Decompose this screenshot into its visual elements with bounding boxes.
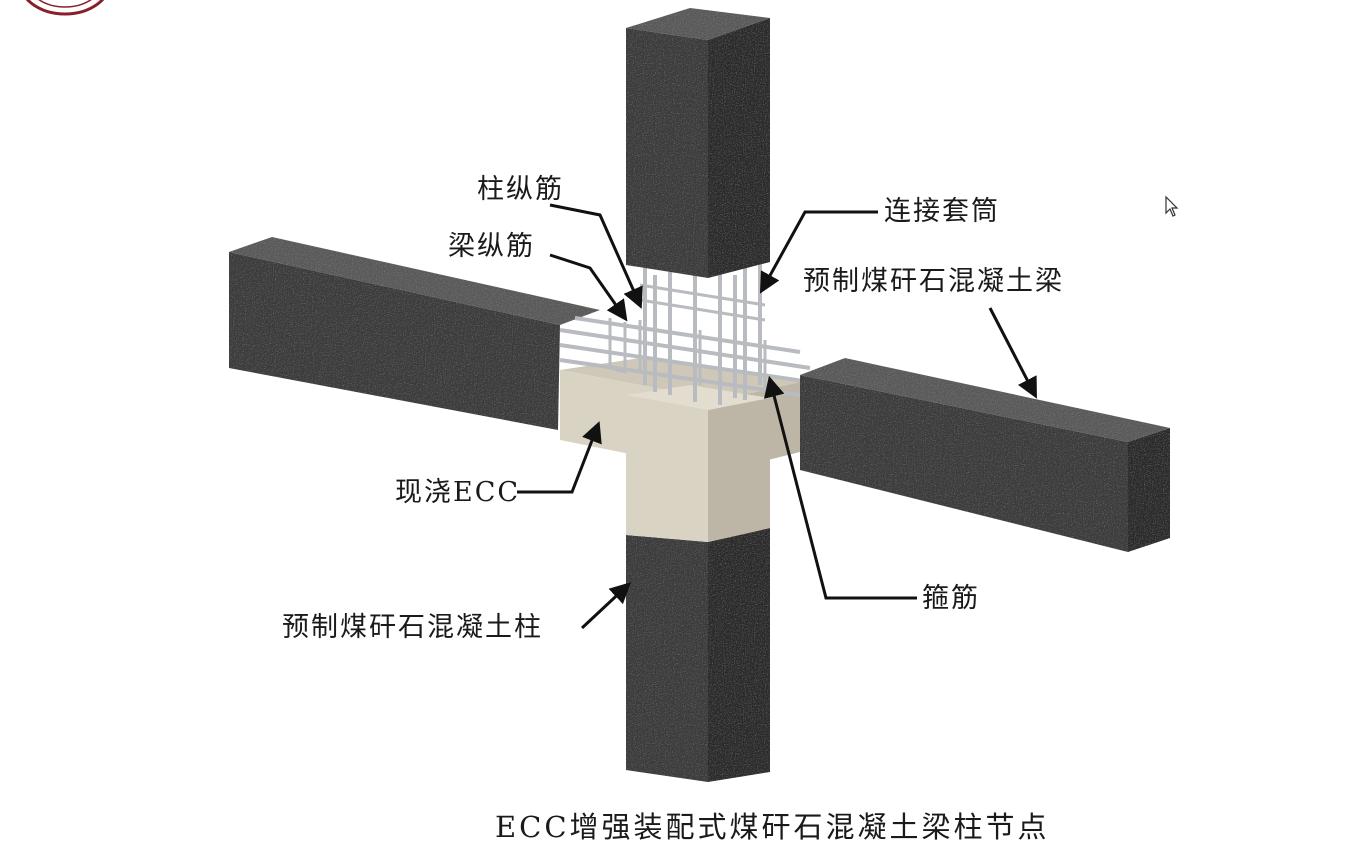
leader-precast-column <box>580 582 632 630</box>
leader-precast-beam <box>988 307 1037 399</box>
label-column-rebar: 柱纵筋 <box>477 174 564 205</box>
leader-column-rebar <box>549 203 643 309</box>
left-beam <box>229 237 600 430</box>
label-precast-column: 预制煤矸石混凝土柱 <box>282 612 543 643</box>
upper-column <box>626 8 770 278</box>
leader-lines <box>517 203 1037 630</box>
leader-stirrup <box>764 375 917 600</box>
label-stirrup: 箍筋 <box>922 583 980 614</box>
label-beam-rebar: 梁纵筋 <box>448 231 535 262</box>
rebar-cage <box>559 262 811 405</box>
label-connection-sleeve: 连接套筒 <box>884 196 1000 227</box>
leader-ecc <box>517 421 602 494</box>
lower-column <box>626 528 770 782</box>
university-seal-icon <box>25 0 105 16</box>
mouse-pointer-icon <box>1165 195 1179 217</box>
label-cast-in-place-ecc: 现浇ECC <box>395 477 521 508</box>
label-precast-beam: 预制煤矸石混凝土梁 <box>803 266 1064 297</box>
figure-caption: ECC增强装配式煤矸石混凝土梁柱节点 <box>495 810 1050 844</box>
leader-sleeve <box>759 210 878 294</box>
right-beam <box>800 358 1170 552</box>
leader-beam-rebar <box>549 253 628 322</box>
